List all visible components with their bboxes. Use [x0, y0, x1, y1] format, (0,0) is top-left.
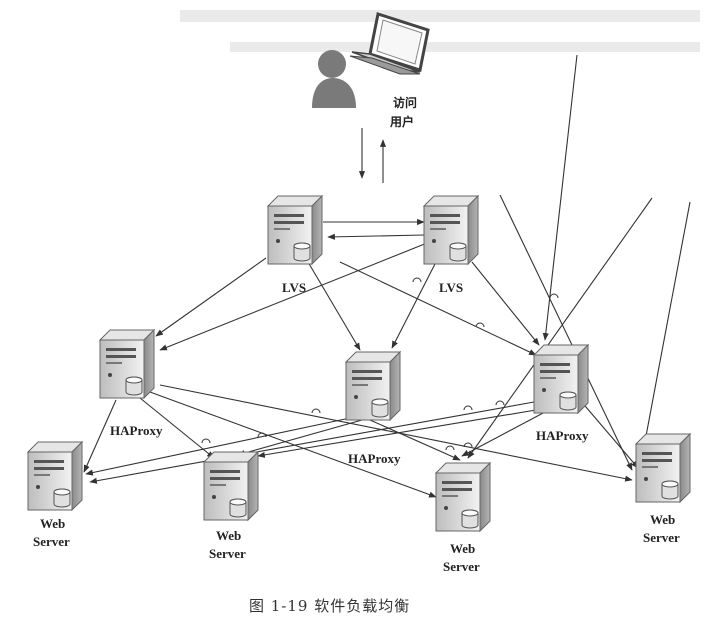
- web-server-3: Web Server: [435, 462, 491, 574]
- web-server-4-label-line2: Server: [643, 530, 680, 545]
- lvs-sync-arrow-left: [327, 233, 425, 240]
- haproxy-to-web-edges: [83, 384, 639, 498]
- web-server-2: Web Server: [203, 451, 259, 561]
- haproxy-server-1-label: HAProxy: [110, 423, 163, 438]
- web-server-2-label-line2: Server: [209, 546, 246, 561]
- crossing-hops: [201, 277, 559, 451]
- external-client-edges: [467, 54, 691, 471]
- user-icon: [312, 12, 430, 108]
- web-server-1: Web Server: [27, 441, 83, 549]
- web-server-2-label-line1: Web: [216, 528, 241, 543]
- figure-caption: 图 1-19 软件负载均衡: [249, 597, 410, 615]
- web-server-4-label-line1: Web: [650, 512, 675, 527]
- background-smudge: [180, 10, 700, 52]
- lvs-server-2-label: LVS: [439, 280, 463, 295]
- haproxy-server-2-label: HAProxy: [348, 451, 401, 466]
- lvs-server-2: LVS: [423, 195, 479, 295]
- web-server-4: Web Server: [635, 433, 691, 545]
- user-label-line1: 访问: [393, 95, 417, 110]
- lvs-server-1-label: LVS: [282, 280, 306, 295]
- haproxy-server-3: HAProxy: [533, 344, 589, 443]
- web-server-3-label-line2: Server: [443, 559, 480, 574]
- lvs-server-1: LVS: [267, 195, 323, 295]
- web-server-1-label-line1: Web: [40, 516, 65, 531]
- web-server-3-label-line1: Web: [450, 541, 475, 556]
- haproxy-server-3-label: HAProxy: [536, 428, 589, 443]
- laptop-icon: [349, 12, 430, 75]
- haproxy-server-2: HAProxy: [345, 351, 401, 466]
- user-label-line2: 用户: [389, 114, 414, 129]
- haproxy-server-1: HAProxy: [99, 329, 163, 438]
- web-server-1-label-line2: Server: [33, 534, 70, 549]
- lvs-to-haproxy-edges: [155, 242, 540, 356]
